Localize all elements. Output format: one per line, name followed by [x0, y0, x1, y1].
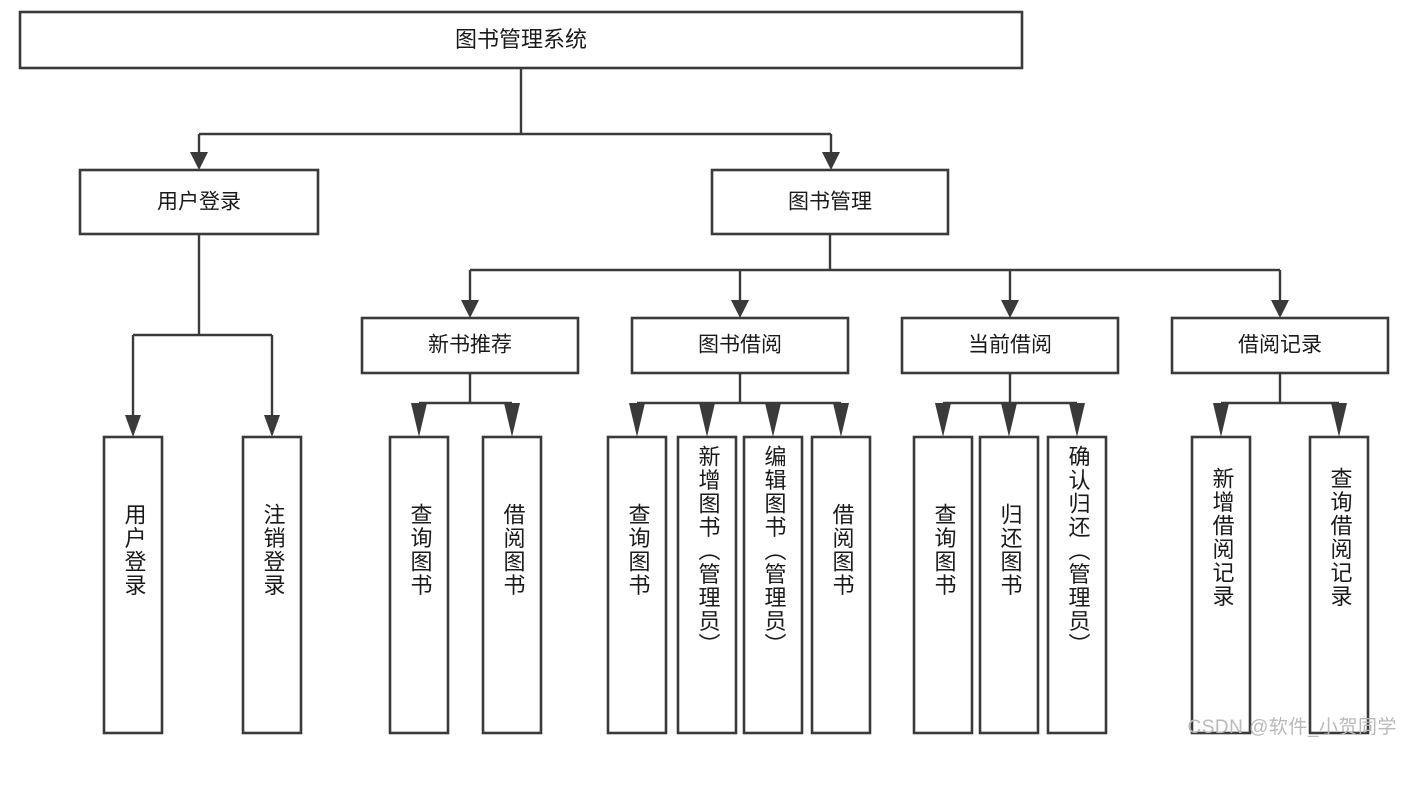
- node-current-borrow-box[interactable]: [900, 316, 1120, 375]
- node-book-borrow-label: 图书借阅: [698, 334, 782, 357]
- node-new-book-rec-label: 新书推荐: [428, 334, 512, 357]
- arrowhead-leaf-query-book-borrow: [629, 403, 645, 437]
- arrowhead-leaf-query-book-cur: [935, 403, 951, 437]
- node-borrow-record-box[interactable]: [1170, 316, 1390, 375]
- node-borrow-record[interactable]: 借阅记录: [1170, 316, 1390, 375]
- node-leaf-return-book-box[interactable]: [978, 435, 1040, 735]
- node-current-borrow[interactable]: 当前借阅: [900, 316, 1120, 375]
- node-borrow-record-label: 借阅记录: [1238, 334, 1322, 357]
- node-current-borrow-label: 当前借阅: [968, 334, 1052, 357]
- arrowhead-leaf-confirm-return: [1069, 403, 1085, 437]
- node-user-login-label: 用户登录: [157, 191, 241, 214]
- arrowhead-leaf-add-book: [699, 403, 715, 437]
- node-user-login[interactable]: 用户登录: [78, 168, 320, 236]
- node-user-login-box[interactable]: [78, 168, 320, 236]
- arrowheads-group: [125, 152, 1347, 437]
- arrowhead-leaf-add-record: [1213, 403, 1229, 437]
- arrowhead-borrow-record: [1271, 300, 1289, 318]
- arrowhead-new-book-rec: [461, 300, 479, 318]
- node-book-borrow[interactable]: 图书借阅: [630, 316, 850, 375]
- arrowhead-leaf-return-book: [1001, 403, 1017, 437]
- arrowhead-leaf-query-record: [1331, 403, 1347, 437]
- node-leaf-user-logout-box[interactable]: [241, 435, 303, 735]
- node-leaf-edit-book-box[interactable]: [742, 435, 804, 735]
- node-leaf-add-record-box[interactable]: [1190, 435, 1252, 735]
- arrowhead-book-manage: [822, 152, 840, 170]
- diagram-canvas: 图书管理系统 用户登录 图书管理 新书推荐 图书借阅 当前借阅 借阅记录: [18, 10, 1396, 738]
- node-leaf-query-record-box[interactable]: [1308, 435, 1370, 735]
- arrowhead-leaf-edit-book: [765, 403, 781, 437]
- arrowhead-leaf-borrow-book-rec: [504, 403, 520, 437]
- node-new-book-rec-box[interactable]: [360, 316, 580, 375]
- hierarchy-diagram-svg: 图书管理系统 用户登录 图书管理 新书推荐 图书借阅 当前借阅 借阅记录: [18, 10, 1390, 735]
- node-leaf-borrow-book-box[interactable]: [810, 435, 872, 735]
- arrowhead-leaf-user-logout: [264, 415, 280, 437]
- node-root[interactable]: 图书管理系统: [18, 10, 1024, 70]
- node-root-label: 图书管理系统: [455, 27, 587, 52]
- leaf-boxes-group: [102, 435, 1370, 735]
- arrowhead-book-borrow: [731, 300, 749, 318]
- arrowhead-current-borrow: [1001, 300, 1019, 318]
- node-leaf-add-book-box[interactable]: [676, 435, 738, 735]
- node-book-manage[interactable]: 图书管理: [710, 168, 950, 236]
- node-leaf-query-book-borrow-box[interactable]: [606, 435, 668, 735]
- node-new-book-rec[interactable]: 新书推荐: [360, 316, 580, 375]
- node-leaf-query-book-rec-box[interactable]: [388, 435, 450, 735]
- arrowhead-leaf-user-login: [125, 415, 141, 437]
- node-leaf-borrow-book-rec-box[interactable]: [481, 435, 543, 735]
- arrowhead-leaf-query-book-rec: [411, 403, 427, 437]
- node-book-manage-box[interactable]: [710, 168, 950, 236]
- node-leaf-user-login-box[interactable]: [102, 435, 164, 735]
- arrowhead-leaf-borrow-book: [833, 403, 849, 437]
- node-leaf-confirm-return-box[interactable]: [1046, 435, 1108, 735]
- node-leaf-query-book-cur-box[interactable]: [912, 435, 974, 735]
- node-root-box[interactable]: [18, 10, 1024, 70]
- node-book-borrow-box[interactable]: [630, 316, 850, 375]
- node-book-manage-label: 图书管理: [788, 191, 872, 214]
- arrowhead-user-login: [190, 152, 208, 170]
